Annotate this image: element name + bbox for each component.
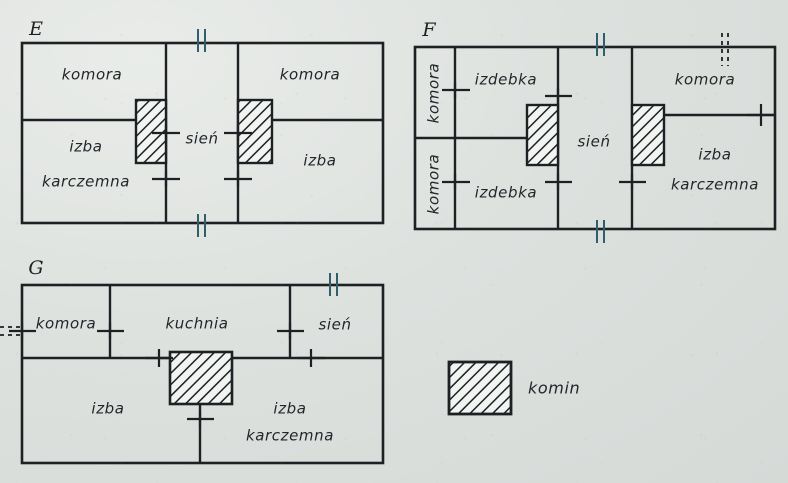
plan-E-door-marks	[152, 125, 252, 187]
plan-F-chimney-right	[630, 103, 666, 167]
plan-F-label-komora-upper-left: komora	[425, 63, 443, 124]
plan-F-label-komora-right: komora	[675, 71, 736, 89]
plan-E-label-karczemna-left: karczemna	[42, 173, 130, 191]
plan-letter-G: G	[28, 257, 43, 279]
plan-G-label-kuchnia: kuchnia	[165, 315, 228, 333]
legend-chimney-swatch	[447, 360, 513, 416]
plan-E-label-sien: sień	[185, 130, 218, 148]
legend-chimney-label: komin	[528, 379, 580, 398]
plan-F-label-izba-right: izba	[698, 146, 731, 164]
plan-G-label-karczemna-right: karczemna	[246, 427, 334, 445]
plan-G-label-izba-left: izba	[91, 400, 124, 418]
plan-E: E	[20, 18, 385, 237]
plan-E-chimney-right	[236, 98, 274, 165]
plan-G-left-dash-marks	[0, 326, 20, 336]
plan-G: G	[0, 257, 385, 465]
plan-F-label-karczemna-right: karczemna	[671, 176, 759, 194]
plan-F-chimney-left	[525, 103, 560, 167]
legend: komin	[447, 360, 580, 416]
plan-G-label-izba-right: izba	[273, 400, 306, 418]
plan-G-door-marks	[9, 323, 325, 427]
plan-G-label-sien: sień	[318, 316, 351, 334]
plan-letter-F: F	[421, 19, 436, 41]
plan-F-ridge-marks-dashed	[721, 33, 729, 66]
plan-E-label-komora-right: komora	[280, 66, 341, 84]
plan-G-label-komora: komora	[36, 315, 97, 333]
plan-E-label-komora-left: komora	[62, 66, 123, 84]
plan-E-chimney-left	[134, 98, 168, 165]
plan-E-ridge-marks	[197, 29, 206, 237]
plan-F-label-sien: sień	[577, 133, 610, 151]
plan-G-outer-wall	[20, 283, 385, 465]
plan-E-label-izba-right: izba	[303, 152, 336, 170]
plan-F: F	[413, 19, 777, 243]
plan-E-label-izba-left: izba	[69, 138, 102, 156]
plan-F-label-izdebka-lower: izdebka	[475, 184, 537, 202]
plan-F-ridge-marks	[596, 33, 605, 243]
plan-E-outer-wall	[20, 41, 385, 225]
plan-G-chimney-center	[168, 350, 234, 406]
plan-G-ridge-marks	[329, 273, 338, 296]
plan-F-door-marks	[442, 82, 775, 190]
plan-letter-E: E	[28, 18, 43, 40]
plan-F-label-izdebka-upper: izdebka	[475, 71, 537, 89]
plan-F-label-komora-lower-left: komora	[425, 154, 443, 215]
